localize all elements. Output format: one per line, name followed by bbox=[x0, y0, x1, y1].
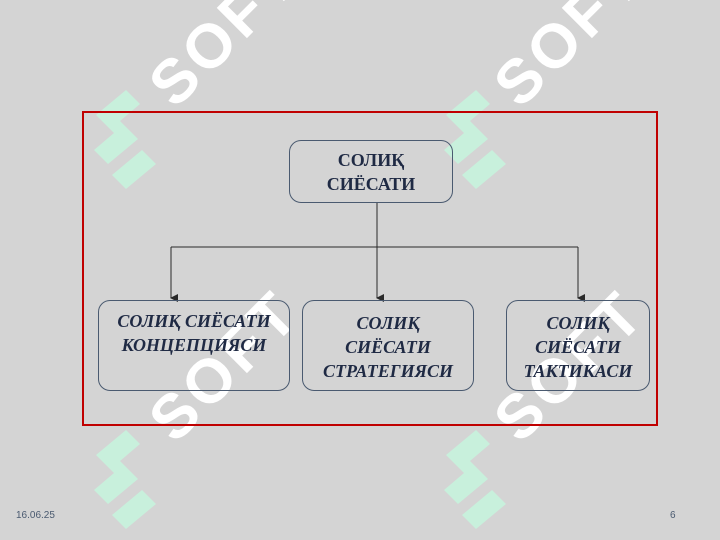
child-node-strategy: СОЛИҚ СИЁСАТИ СТРАТЕГИЯСИ bbox=[302, 300, 474, 391]
footer-date: 16.06.25 bbox=[16, 510, 55, 521]
child-node-concept: СОЛИҚ СИЁСАТИ КОНЦЕПЦИЯСИ bbox=[98, 300, 290, 391]
child-node-tactics: СОЛИҚ СИЁСАТИ ТАКТИКАСИ bbox=[506, 300, 650, 391]
root-node: СОЛИҚ СИЁСАТИ bbox=[289, 140, 453, 203]
diagram-frame bbox=[82, 111, 658, 426]
page-number: 6 bbox=[670, 510, 676, 521]
